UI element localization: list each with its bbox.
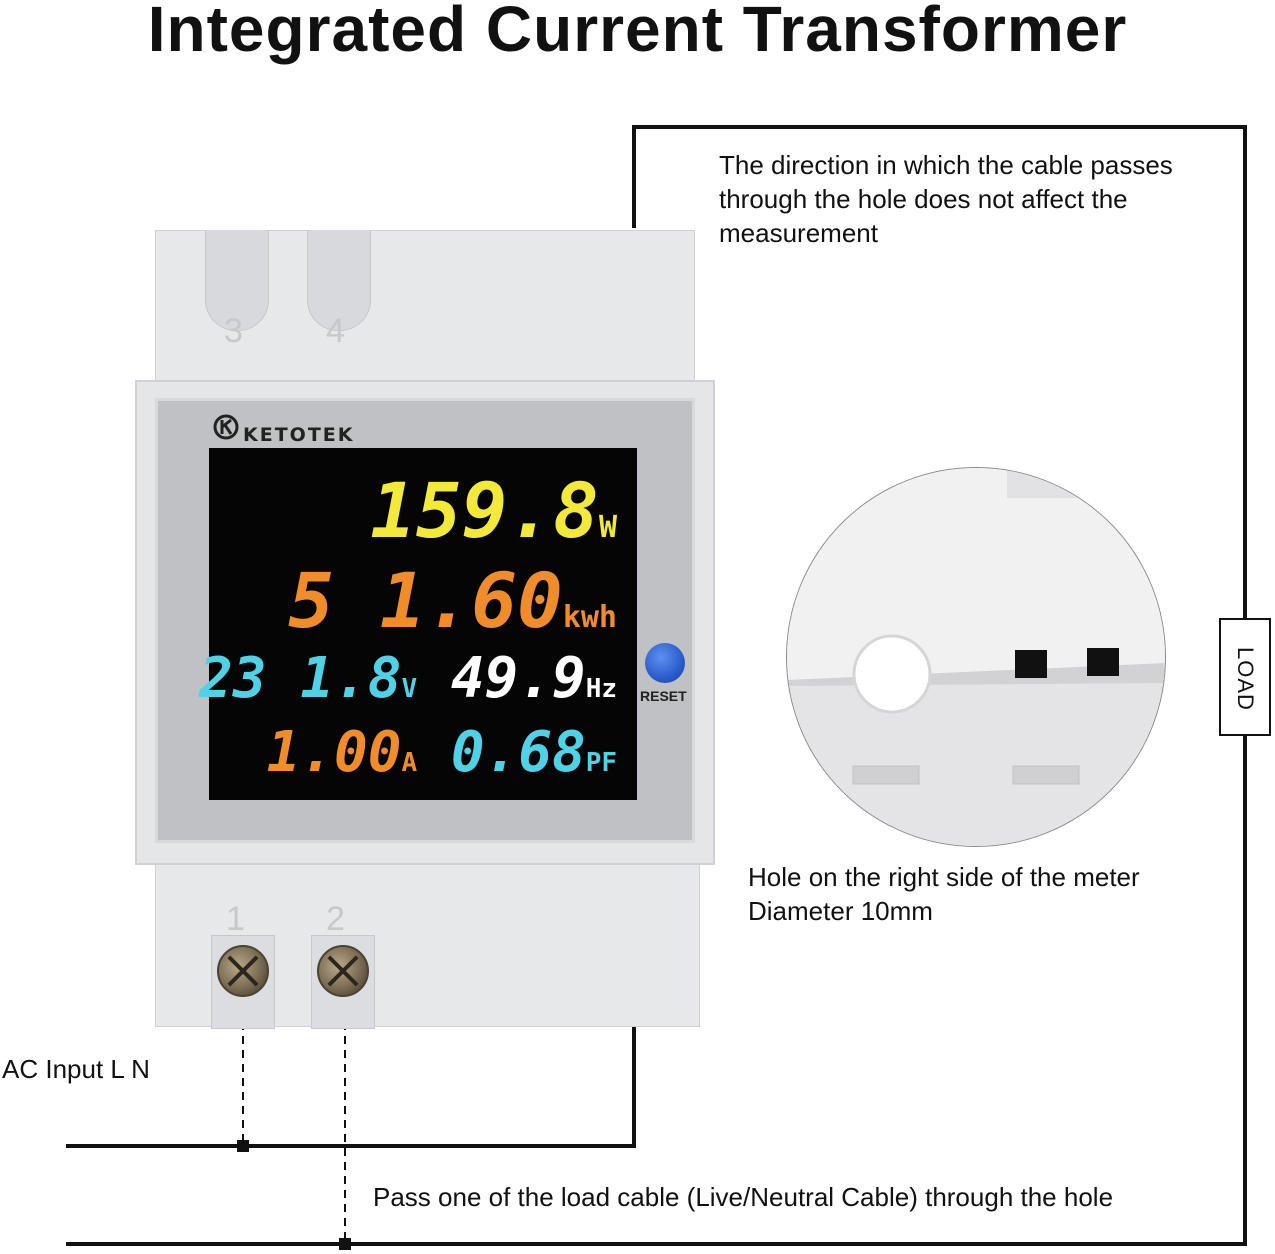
energy-reading: 5 1.60kwh xyxy=(288,556,617,645)
hole-zoom-view xyxy=(786,467,1166,847)
energy-value: 5 1.60 xyxy=(288,556,563,645)
current-pf-reading: 1.00A 0.68PF xyxy=(267,720,617,785)
brand-logo-icon xyxy=(213,414,239,440)
terminal-number-1: 1 xyxy=(226,900,245,938)
frequency-unit: Hz xyxy=(585,674,617,704)
lcd-display: 159.8W 5 1.60kwh 23 1.8V 49.9Hz 1.00A 0.… xyxy=(199,448,637,800)
load-wire-top xyxy=(632,125,1247,618)
pf-value: 0.68 xyxy=(450,720,586,785)
current-value: 1.00 xyxy=(266,720,402,785)
energy-unit: kwh xyxy=(562,600,617,635)
power-reading: 159.8W xyxy=(370,466,617,555)
screw-icon xyxy=(217,945,269,997)
terminal-number-3: 3 xyxy=(224,312,243,350)
terminal-slot-4 xyxy=(307,230,371,331)
load-box xyxy=(1219,618,1271,736)
pf-unit: PF xyxy=(585,748,617,778)
ac-input-label: AC Input L N xyxy=(2,1054,150,1084)
voltage-value: 23 1.8 xyxy=(199,646,402,711)
terminal-number-4: 4 xyxy=(326,312,345,350)
hole-note-line1: Hole on the right side of the meter xyxy=(748,862,1140,892)
line-wire xyxy=(66,1025,636,1148)
terminal-number-2: 2 xyxy=(326,900,345,938)
page-title: Integrated Current Transformer xyxy=(147,0,1128,65)
hole-note: Hole on the right side of the meter Diam… xyxy=(748,860,1248,928)
frequency-value: 49.9 xyxy=(450,646,586,711)
cable-hole-icon xyxy=(852,634,932,714)
power-value: 159.8 xyxy=(370,466,599,555)
brand-name: KETOTEK xyxy=(243,424,355,446)
load-label: LOAD xyxy=(1233,647,1258,711)
load-wire-bottom xyxy=(66,736,1247,1246)
contact-left-icon xyxy=(1015,650,1047,678)
current-unit: A xyxy=(401,748,418,778)
voltage-unit: V xyxy=(401,674,418,704)
hole-note-line2: Diameter 10mm xyxy=(748,896,933,926)
junction-dot-2 xyxy=(339,1238,351,1250)
reset-label: RESET xyxy=(640,688,687,704)
screw-icon xyxy=(317,945,369,997)
pass-cable-note: Pass one of the load cable (Live/Neutral… xyxy=(373,1182,1114,1212)
voltage-frequency-reading: 23 1.8V 49.9Hz xyxy=(199,646,617,711)
contact-right-icon xyxy=(1087,648,1119,676)
power-unit: W xyxy=(598,510,617,545)
direction-note: The direction in which the cable passes … xyxy=(719,150,1173,248)
reset-button[interactable] xyxy=(645,643,685,683)
terminal-slot-3 xyxy=(205,230,269,331)
hole-zoom-illustration xyxy=(787,468,1165,846)
junction-dot-1 xyxy=(237,1140,249,1152)
